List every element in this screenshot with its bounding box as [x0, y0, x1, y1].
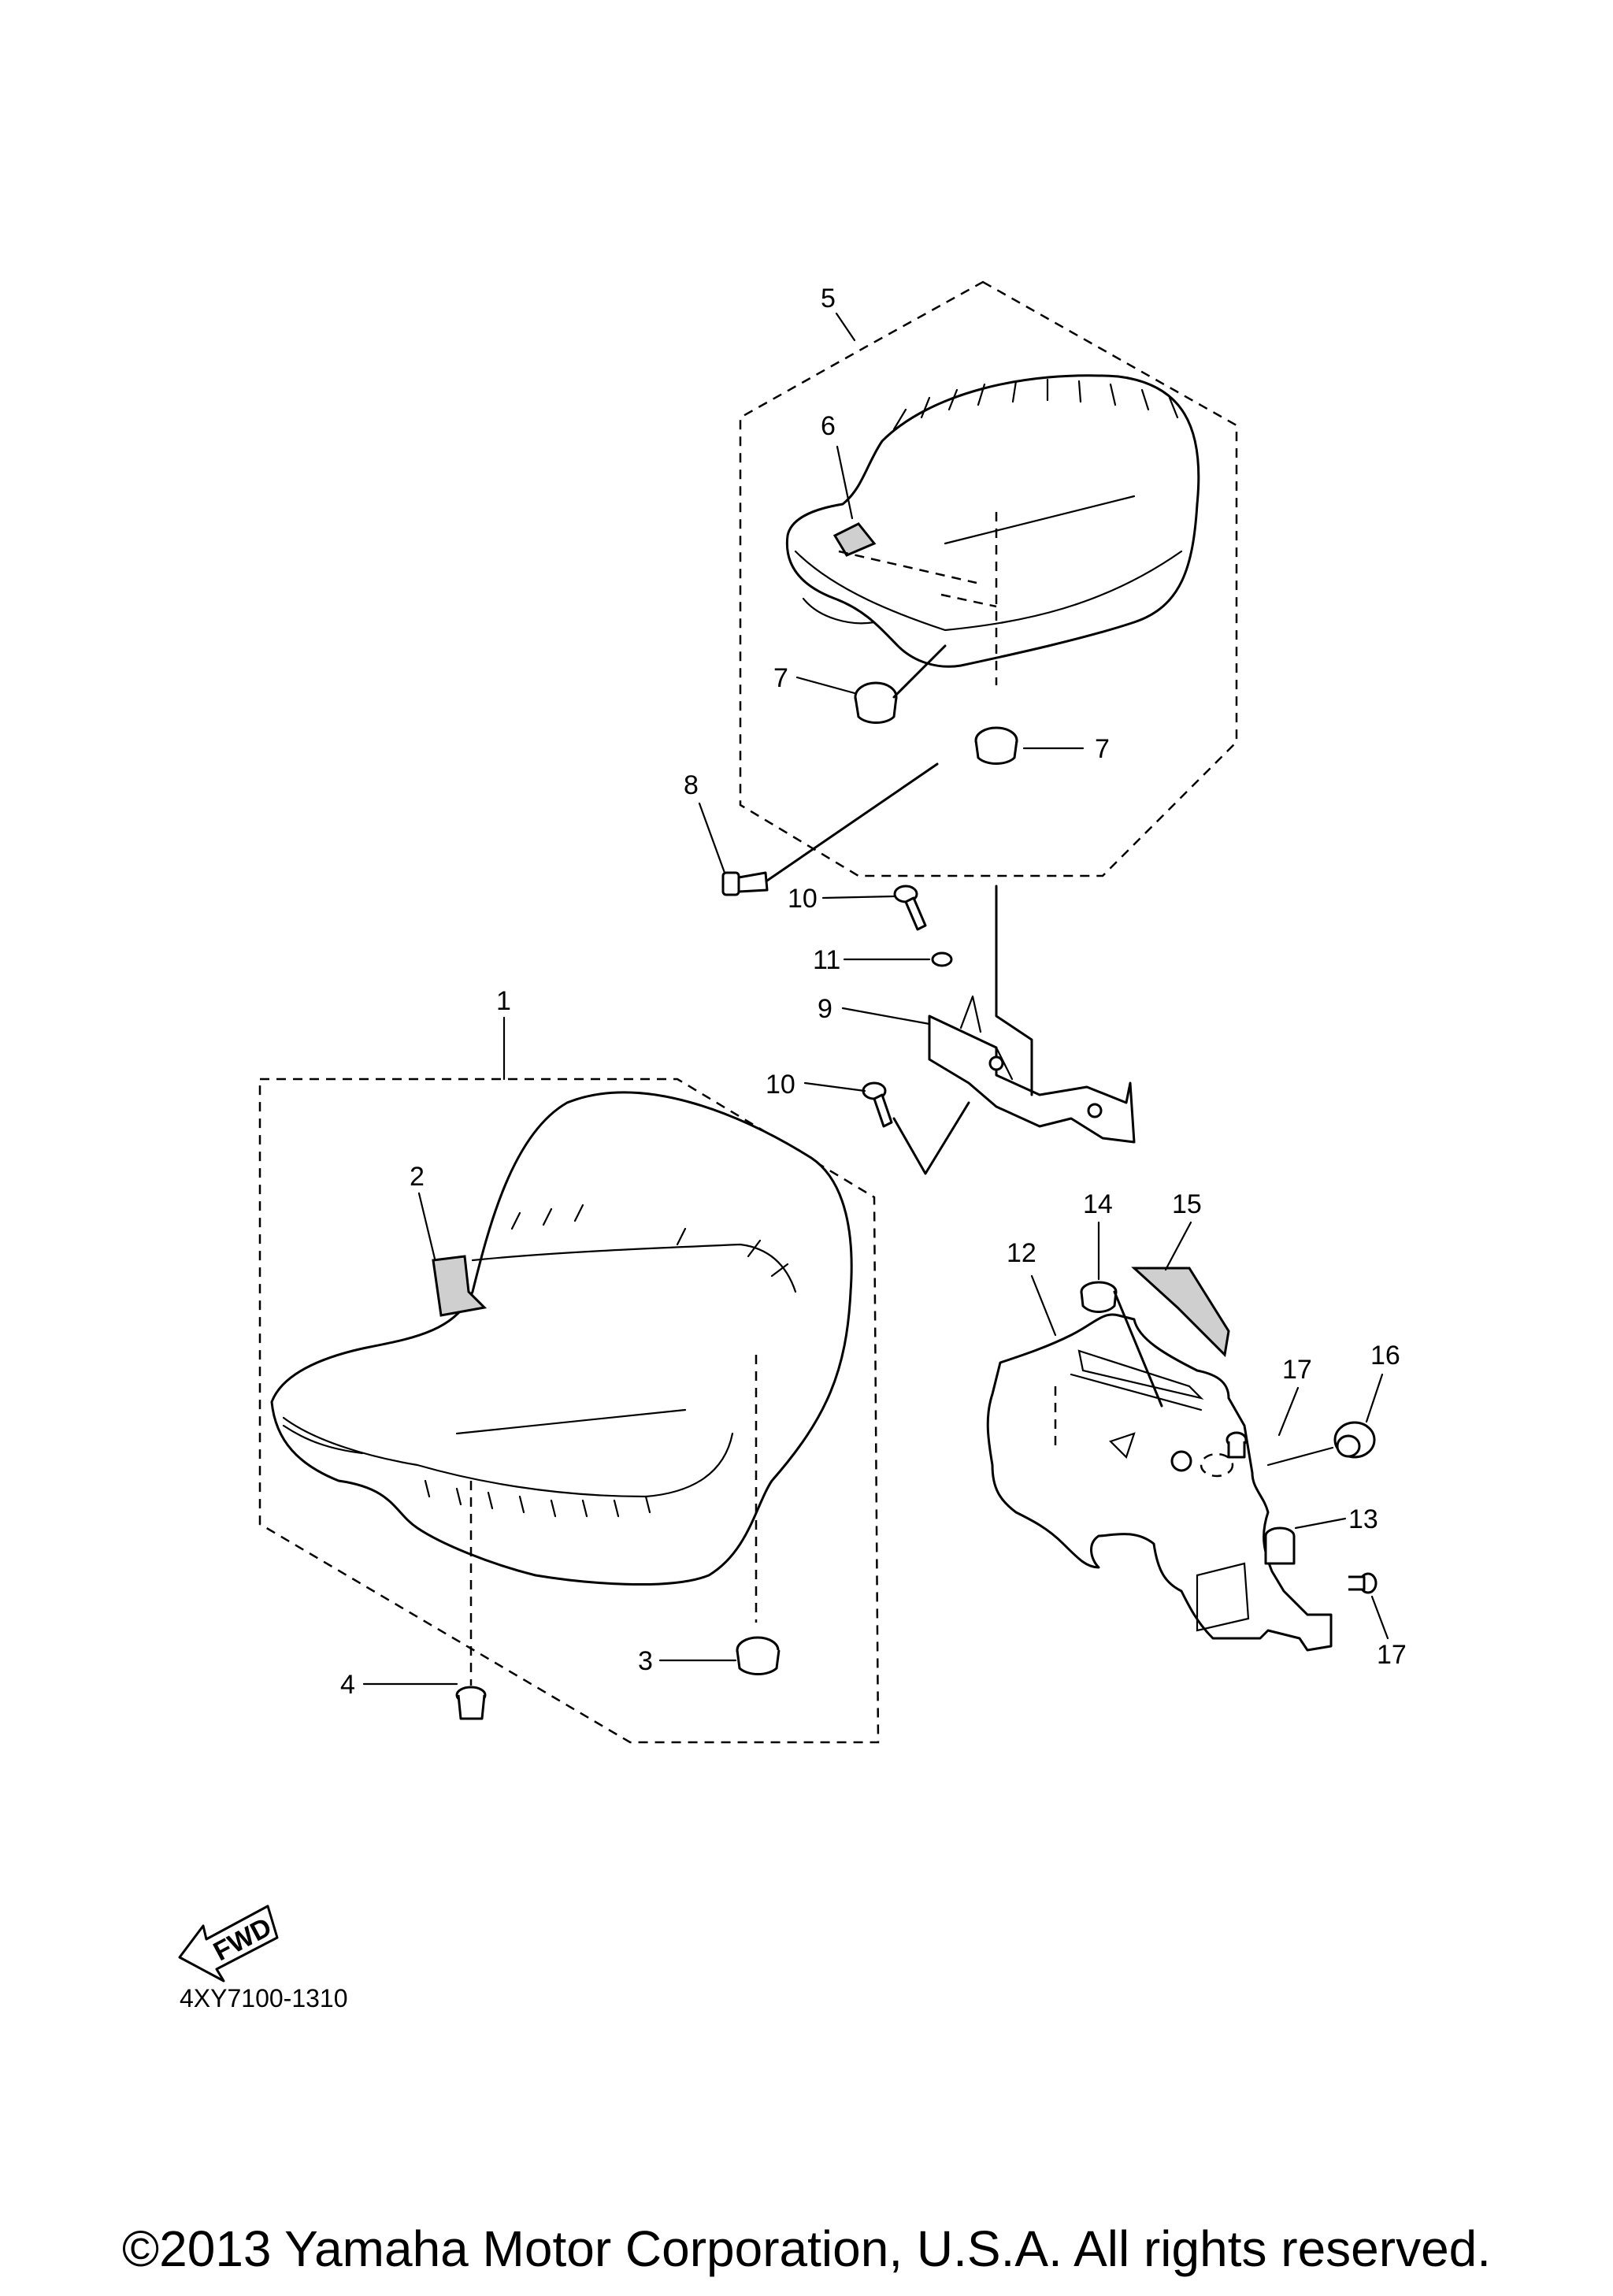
callout-labels: 5 6 7 7 8 10 11 9 10 1 2 3 4 14 15 12 17…: [340, 284, 1407, 1700]
callout-4: 4: [340, 1670, 355, 1700]
callout-9: 9: [818, 994, 832, 1024]
callout-16: 16: [1370, 1341, 1400, 1371]
grommet-14: [1080, 1281, 1118, 1313]
bracket-9: [928, 995, 1136, 1144]
callout-7b: 7: [1095, 734, 1110, 764]
callout-14: 14: [1083, 1189, 1113, 1219]
strip-15: [1131, 1267, 1230, 1358]
callout-10b: 10: [766, 1070, 795, 1100]
callout-13: 13: [1348, 1504, 1378, 1534]
callout-15: 15: [1172, 1189, 1202, 1219]
bracket-assembly: [862, 885, 1136, 1175]
screw-10b: [862, 1081, 893, 1128]
callout-2: 2: [410, 1162, 425, 1192]
front-seat-group: [258, 1078, 880, 1744]
cap-13: [1264, 1526, 1296, 1565]
front-seat-dashed-outline: [258, 1078, 880, 1744]
callout-10a: 10: [788, 884, 818, 914]
callout-1: 1: [496, 986, 511, 1016]
fwd-arrow-icon: FWD: [178, 1905, 279, 1983]
damper-3: [736, 1636, 781, 1675]
screw-17a: [1226, 1431, 1248, 1459]
callout-7a: 7: [773, 663, 788, 693]
front-seat-tab: [432, 1255, 488, 1317]
side-cover-group: [986, 1267, 1378, 1652]
callout-3: 3: [638, 1646, 653, 1676]
copyright-notice: ©2013 Yamaha Motor Corporation, U.S.A. A…: [121, 2220, 1492, 2277]
screw-17b: [1348, 1572, 1378, 1594]
grommet-16: [1333, 1421, 1376, 1459]
callout-17b: 17: [1377, 1640, 1407, 1670]
bolt-8: [721, 762, 939, 896]
front-seat: [270, 1091, 853, 1586]
rear-seat-dashed-outline: [739, 280, 1238, 877]
damper-7b: [974, 726, 1018, 765]
callout-5: 5: [821, 284, 836, 313]
rear-seat-tab: [832, 522, 877, 557]
side-cover-12: [986, 1313, 1333, 1652]
screw-10a: [893, 885, 927, 931]
rear-seat-group: [739, 280, 1238, 877]
callout-17a: 17: [1282, 1355, 1312, 1385]
part-code: 4XY7100-1310: [180, 1984, 348, 2012]
callout-12: 12: [1007, 1238, 1036, 1268]
grommet-4: [455, 1686, 487, 1720]
callout-8: 8: [684, 770, 699, 800]
callout-11: 11: [813, 945, 840, 975]
damper-7a: [854, 681, 898, 724]
rear-seat: [785, 374, 1200, 668]
washer-11: [931, 951, 953, 967]
callout-6: 6: [821, 411, 836, 441]
leader-lines: [362, 312, 1389, 1686]
